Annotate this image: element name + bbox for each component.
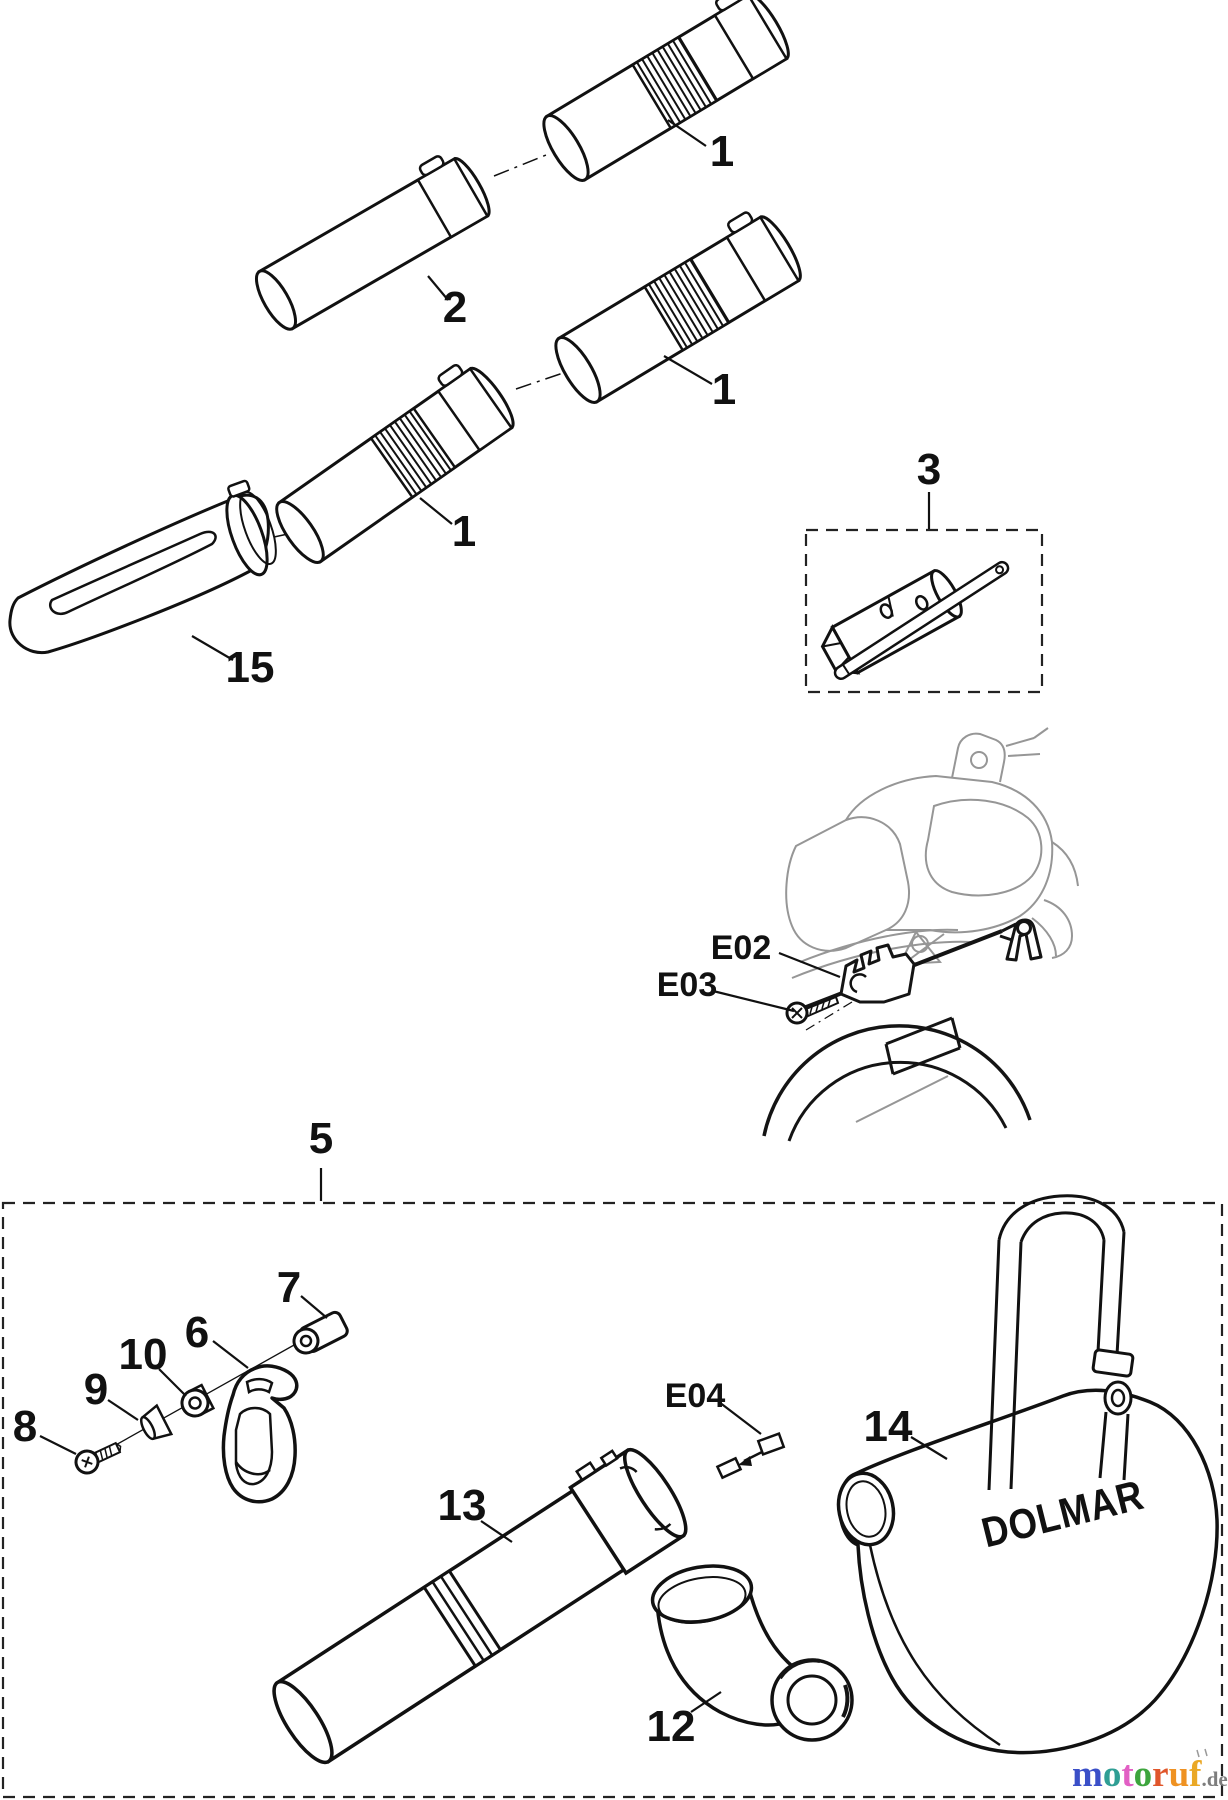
callout-part1-lower: 1: [452, 507, 476, 556]
callout-part9: 9: [84, 1365, 108, 1414]
part-10-bushing: [180, 1383, 216, 1418]
callout-part13: 13: [438, 1481, 487, 1530]
watermark-text[interactable]: motoruf.de: [1072, 1754, 1228, 1795]
callout-part1-middle: 1: [712, 365, 736, 414]
wrench-lever-rod: [833, 560, 1010, 680]
part-e02-clip: [839, 943, 916, 1004]
engine-housing-outline: [785, 727, 1079, 1123]
part-6-hook: [221, 1364, 299, 1504]
part-1-tube-top: [542, 0, 790, 182]
watermark-logo[interactable]: motoruf.de: [1072, 1748, 1228, 1795]
part-2-straight-tube: [255, 155, 491, 331]
callout-part6: 6: [185, 1308, 209, 1357]
watermark-tick: [1196, 1748, 1208, 1758]
assembly-axis: [493, 152, 552, 177]
socket-wrench: [820, 568, 963, 675]
part-13-vacuum-tube: [272, 1447, 688, 1765]
callout-e04: E04: [665, 1377, 726, 1415]
callout-part10: 10: [119, 1330, 168, 1379]
cable-clamp: [1005, 918, 1043, 962]
callout-part2: 2: [443, 283, 467, 332]
callout-part12: 12: [647, 1702, 696, 1751]
strap-hook-ring: [1103, 1380, 1133, 1416]
tool-kit-group: 3: [804, 445, 1044, 694]
part-15-flat-nozzle: [8, 479, 277, 655]
part-12-elbow: [650, 1564, 854, 1742]
part-1-tube-lower: [275, 363, 515, 564]
part-9-cap: [139, 1403, 174, 1441]
e04-arrowhead: [738, 1456, 752, 1466]
callout-e02: E02: [711, 929, 772, 967]
callout-e03: E03: [657, 966, 718, 1004]
part-1-tube-middle: [554, 211, 802, 404]
callout-part7: 7: [277, 1263, 301, 1312]
assembly-axis: [515, 371, 567, 390]
callout-part15: 15: [226, 643, 275, 692]
callout-part1-top: 1: [710, 127, 734, 176]
bag-strap: [987, 1194, 1130, 1491]
part-14-collection-bag: DOLMAR: [836, 1194, 1219, 1755]
engine-housing-group: E02 E03: [657, 727, 1079, 1142]
vacuum-kit-group: 5: [1, 1114, 1224, 1799]
callout-part5: 5: [309, 1114, 333, 1163]
vacuum-kit-dashed-box: [1, 1201, 1224, 1799]
strap-buckle: [1091, 1348, 1135, 1378]
part-e04-clip: [715, 1432, 786, 1480]
part-8-screw: [74, 1441, 122, 1475]
callout-part8: 8: [13, 1402, 37, 1451]
part-e03-screw: [785, 995, 840, 1025]
callout-part3: 3: [917, 445, 941, 494]
blower-tube-group: 1 2 1 1 15: [8, 0, 802, 692]
e02-axis: [805, 1001, 853, 1031]
part-7-pin: [292, 1310, 349, 1355]
callout-part14: 14: [864, 1402, 913, 1451]
e02-clip-detail: [849, 973, 867, 994]
